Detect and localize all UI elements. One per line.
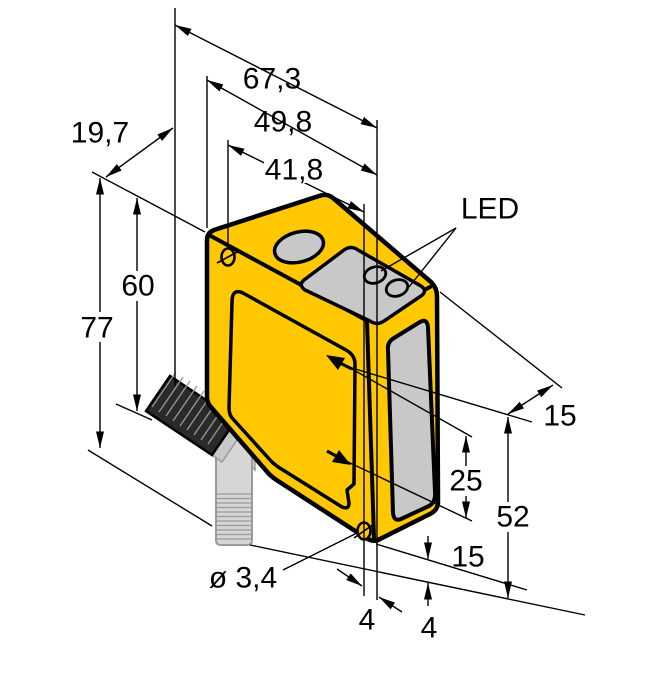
ext-connector-diagonal [115,403,153,421]
label-led: LED [461,193,519,226]
label-right-height: 52 [496,501,529,534]
label-upper-length: 49,8 [254,106,312,139]
label-overall-length: 67,3 [243,63,301,96]
dim-arrow-bottom-offset-a [336,568,363,587]
edge-front-side [365,319,376,540]
led-indicator-2 [384,278,410,298]
ext-lower-beam [345,460,473,522]
front-contour [227,289,357,510]
ext-bottom-corner [375,543,528,591]
top-led-panel [299,245,427,326]
connector-stud [215,437,253,546]
qd-connector [144,371,256,546]
dim-arrow-bottom-offset-b [378,596,403,613]
label-bottom-offset-a: 4 [359,604,376,637]
label-lower-offset: 15 [451,541,484,574]
ext-upper-beam-a [351,367,533,423]
label-overall-height: 77 [80,312,113,345]
side-window [385,318,438,522]
dimension-labels: 67,3 49,8 41,8 19,7 77 60 LED 15 25 52 1… [71,63,577,645]
ext-side-rear [439,291,563,389]
label-inner-height: 60 [121,270,154,303]
hole-diameter-leader [282,532,358,571]
sensor-body [204,192,441,543]
label-beam-spacing: 25 [449,465,482,498]
label-hole-spacing: 41,8 [265,154,323,187]
top-dome [272,229,326,265]
ext-bottom-reference [249,544,586,616]
dim-line-side-depth [507,384,554,415]
label-top-depth: 19,7 [71,117,129,150]
ext-top-corner-diagonal [91,171,206,233]
label-bottom-offset-b: 4 [421,612,438,645]
ext-bottom-overall-diagonal [87,449,213,527]
dim-line-top-depth [105,127,174,178]
beam-arrow-upper [326,355,353,371]
ext-upper-beam-b [351,368,473,438]
stud-threads [217,493,251,540]
connector-barrel [144,371,238,457]
led-leader-1 [380,227,457,272]
label-backings [80,157,531,532]
label-hole-diameter: ø 3,4 [209,562,277,595]
led-leader-2 [408,227,457,288]
label-side-depth: 15 [543,400,576,433]
